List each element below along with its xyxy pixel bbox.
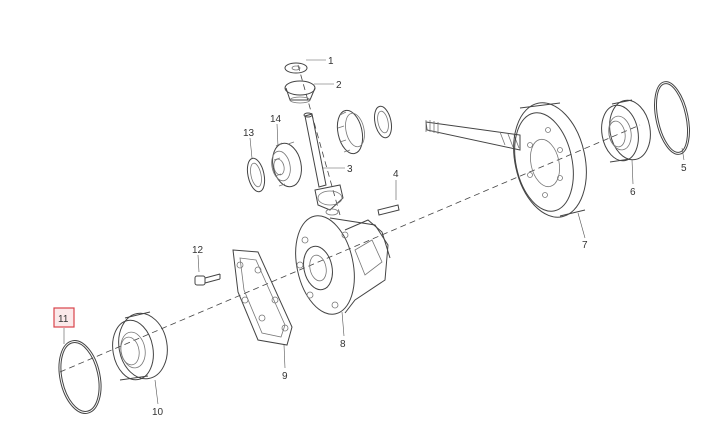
callout-13[interactable]: 13 xyxy=(243,128,255,139)
callout-14[interactable]: 14 xyxy=(270,114,282,125)
callout-2[interactable]: 2 xyxy=(336,80,342,91)
callout-7[interactable]: 7 xyxy=(582,240,588,251)
right-side-washer xyxy=(373,105,393,139)
callout-11[interactable]: 11 xyxy=(58,314,69,325)
part-12-bolt[interactable] xyxy=(194,273,221,286)
part-13-washer[interactable] xyxy=(245,157,268,194)
part-6-bearing[interactable] xyxy=(597,97,654,164)
part-14-side-gear[interactable] xyxy=(269,141,306,190)
part-11-snap-ring[interactable] xyxy=(53,337,108,418)
callout-3[interactable]: 3 xyxy=(347,164,353,175)
selected-callout-highlight xyxy=(53,307,75,328)
part-8-differential-housing[interactable] xyxy=(287,210,391,319)
assembly-axis xyxy=(59,124,641,373)
callout-4[interactable]: 4 xyxy=(393,169,399,180)
lower-pinion-gear xyxy=(314,184,344,216)
callout-6[interactable]: 6 xyxy=(630,187,636,198)
callout-5[interactable]: 5 xyxy=(681,163,687,174)
part-4-pin[interactable] xyxy=(377,204,400,216)
axle-shaft xyxy=(425,120,521,151)
callout-10[interactable]: 10 xyxy=(152,407,164,418)
callout-12[interactable]: 12 xyxy=(192,245,204,256)
part-3-cross-shaft[interactable] xyxy=(303,112,327,188)
right-side-gear xyxy=(336,109,365,155)
callout-8[interactable]: 8 xyxy=(340,339,346,350)
part-10-bearing[interactable] xyxy=(108,309,172,383)
part-5-snap-ring[interactable] xyxy=(649,78,696,157)
upper-axis xyxy=(297,64,341,216)
part-9-gasket[interactable] xyxy=(232,249,293,346)
callout-1[interactable]: 1 xyxy=(328,56,334,67)
part-1-thrust-washer[interactable] xyxy=(284,62,308,74)
part-2-pinion-gear[interactable] xyxy=(284,80,316,104)
callout-9[interactable]: 9 xyxy=(282,371,288,382)
leader-lines xyxy=(63,59,685,405)
part-7-ring-gear[interactable] xyxy=(504,96,597,224)
